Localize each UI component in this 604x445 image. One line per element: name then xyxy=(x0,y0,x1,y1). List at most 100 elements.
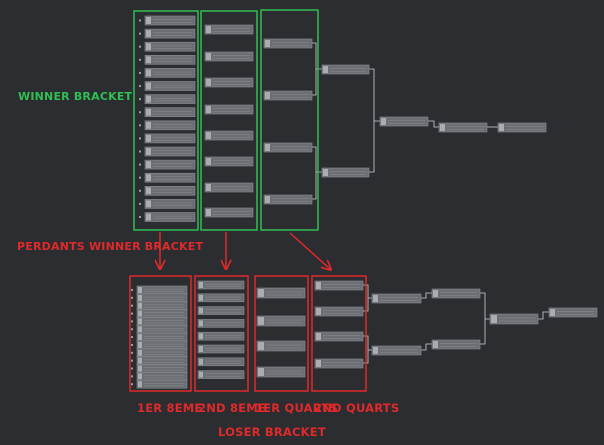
loser-r2-node xyxy=(197,280,245,290)
loser-r1-node xyxy=(131,364,188,373)
connector-line xyxy=(538,311,549,320)
winner-r1-node xyxy=(139,199,196,209)
loser-round-1-frame xyxy=(129,275,192,392)
winner-r1-node xyxy=(139,186,196,196)
loser-r2-node xyxy=(197,306,245,315)
loser-r1-node xyxy=(131,293,188,303)
winner-r1-node xyxy=(139,172,196,183)
loser-r3-node xyxy=(256,315,306,327)
loser-r2-node xyxy=(197,344,245,354)
loser-stage-node xyxy=(431,288,481,299)
winner-bracket-label: WINNER BRACKET xyxy=(18,90,133,103)
winner-r1-node xyxy=(139,146,196,157)
winner-r1-node xyxy=(139,120,196,131)
winner-r4-node xyxy=(321,167,370,178)
loser-round-1-label: 1ER 8EME xyxy=(137,401,203,415)
loser-r3-node xyxy=(256,366,306,378)
loser-r1-node xyxy=(131,372,188,381)
connector-line xyxy=(363,298,369,312)
winner-r2-node xyxy=(204,182,254,193)
winner-round-1-frame xyxy=(133,10,199,231)
winner-final-node xyxy=(379,116,429,127)
winner-output-node xyxy=(497,122,547,133)
winner-r1-node xyxy=(139,54,196,65)
loser-semi-node xyxy=(371,345,422,356)
connector-line xyxy=(363,350,369,364)
winner-r3-node xyxy=(263,142,313,153)
connector-line xyxy=(480,292,490,320)
connector-line xyxy=(312,146,322,173)
winner-r2-node xyxy=(204,77,254,88)
connector-line xyxy=(421,292,432,299)
winner-r2-node xyxy=(204,24,254,35)
loser-semi-node xyxy=(371,293,422,304)
winner-r1-node xyxy=(139,212,196,222)
loser-r2-node xyxy=(197,331,245,341)
loser-r2-node xyxy=(197,293,245,303)
loser-r1-node xyxy=(131,348,188,358)
winner-r2-node xyxy=(204,104,254,115)
loser-r2-node xyxy=(197,319,245,328)
winner-r2-node xyxy=(204,130,254,141)
loser-r4-node xyxy=(314,331,364,342)
loser-r3-node xyxy=(256,287,306,299)
loser-r3-node xyxy=(256,340,306,352)
connector-line xyxy=(312,69,317,96)
connector-line xyxy=(312,42,322,70)
loser-output-node xyxy=(548,307,598,318)
loser-r2-node xyxy=(197,370,245,379)
loser-r1-node xyxy=(131,317,188,326)
loser-r1-node xyxy=(131,332,188,342)
loser-round-2-label: 2ND 8EME xyxy=(198,401,266,415)
loser-r1-node xyxy=(131,285,188,295)
bracket-nodes xyxy=(131,15,598,389)
connector-line xyxy=(369,68,380,122)
connector-line xyxy=(421,343,432,351)
loser-bracket-label: LOSER BRACKET xyxy=(218,425,326,439)
loser-r2-node xyxy=(197,357,245,367)
connector-line xyxy=(363,335,372,351)
winner-champion-node xyxy=(438,122,488,133)
loser-round-2-frame xyxy=(194,275,249,392)
winner-r1-node xyxy=(139,81,196,91)
round-groups xyxy=(129,9,367,392)
winner-r1-node xyxy=(139,68,196,78)
connector-line xyxy=(363,284,372,299)
connector-line xyxy=(428,120,439,128)
winner-r2-node xyxy=(204,51,254,62)
loser-round-3-label: 1ER QUARTS xyxy=(255,401,338,415)
loser-r1-node xyxy=(131,324,188,334)
loser-r1-node xyxy=(131,309,188,318)
winner-r1-node xyxy=(139,107,196,117)
loser-round-4-frame xyxy=(311,275,367,392)
winner-r3-node xyxy=(263,38,313,49)
winner-round-3-frame xyxy=(260,9,319,231)
loser-round-3-frame xyxy=(254,275,309,392)
loser-round-4-label: 2ND QUARTS xyxy=(314,401,400,415)
connector-line xyxy=(312,172,317,200)
winner-r2-node xyxy=(204,207,254,218)
winner-round-2-frame xyxy=(200,10,258,231)
winner-r1-node xyxy=(139,159,196,170)
loser-r4-node xyxy=(314,280,364,291)
winner-r1-node xyxy=(139,28,196,39)
loser-stage-node xyxy=(431,339,481,350)
transfer-arrows xyxy=(160,232,330,269)
connector-line xyxy=(369,121,375,173)
winner-r1-node xyxy=(139,41,196,52)
winner-r3-node xyxy=(263,194,313,205)
loser-r4-node xyxy=(314,306,364,317)
loser-r1-node xyxy=(131,356,188,365)
loser-r4-node xyxy=(314,358,364,369)
connector-line xyxy=(480,319,486,345)
winner-r4-node xyxy=(321,64,370,75)
winner-r1-node xyxy=(139,15,196,26)
arrow-to-loser-round-4 xyxy=(289,232,330,269)
winner-r1-node xyxy=(139,94,196,104)
loser-r1-node xyxy=(131,379,188,389)
winner-r3-node xyxy=(263,90,313,101)
loser-final-node xyxy=(489,313,539,325)
winner-r2-node xyxy=(204,156,254,167)
perdants-winner-bracket-label: PERDANTS WINNER BRACKET xyxy=(17,240,204,253)
